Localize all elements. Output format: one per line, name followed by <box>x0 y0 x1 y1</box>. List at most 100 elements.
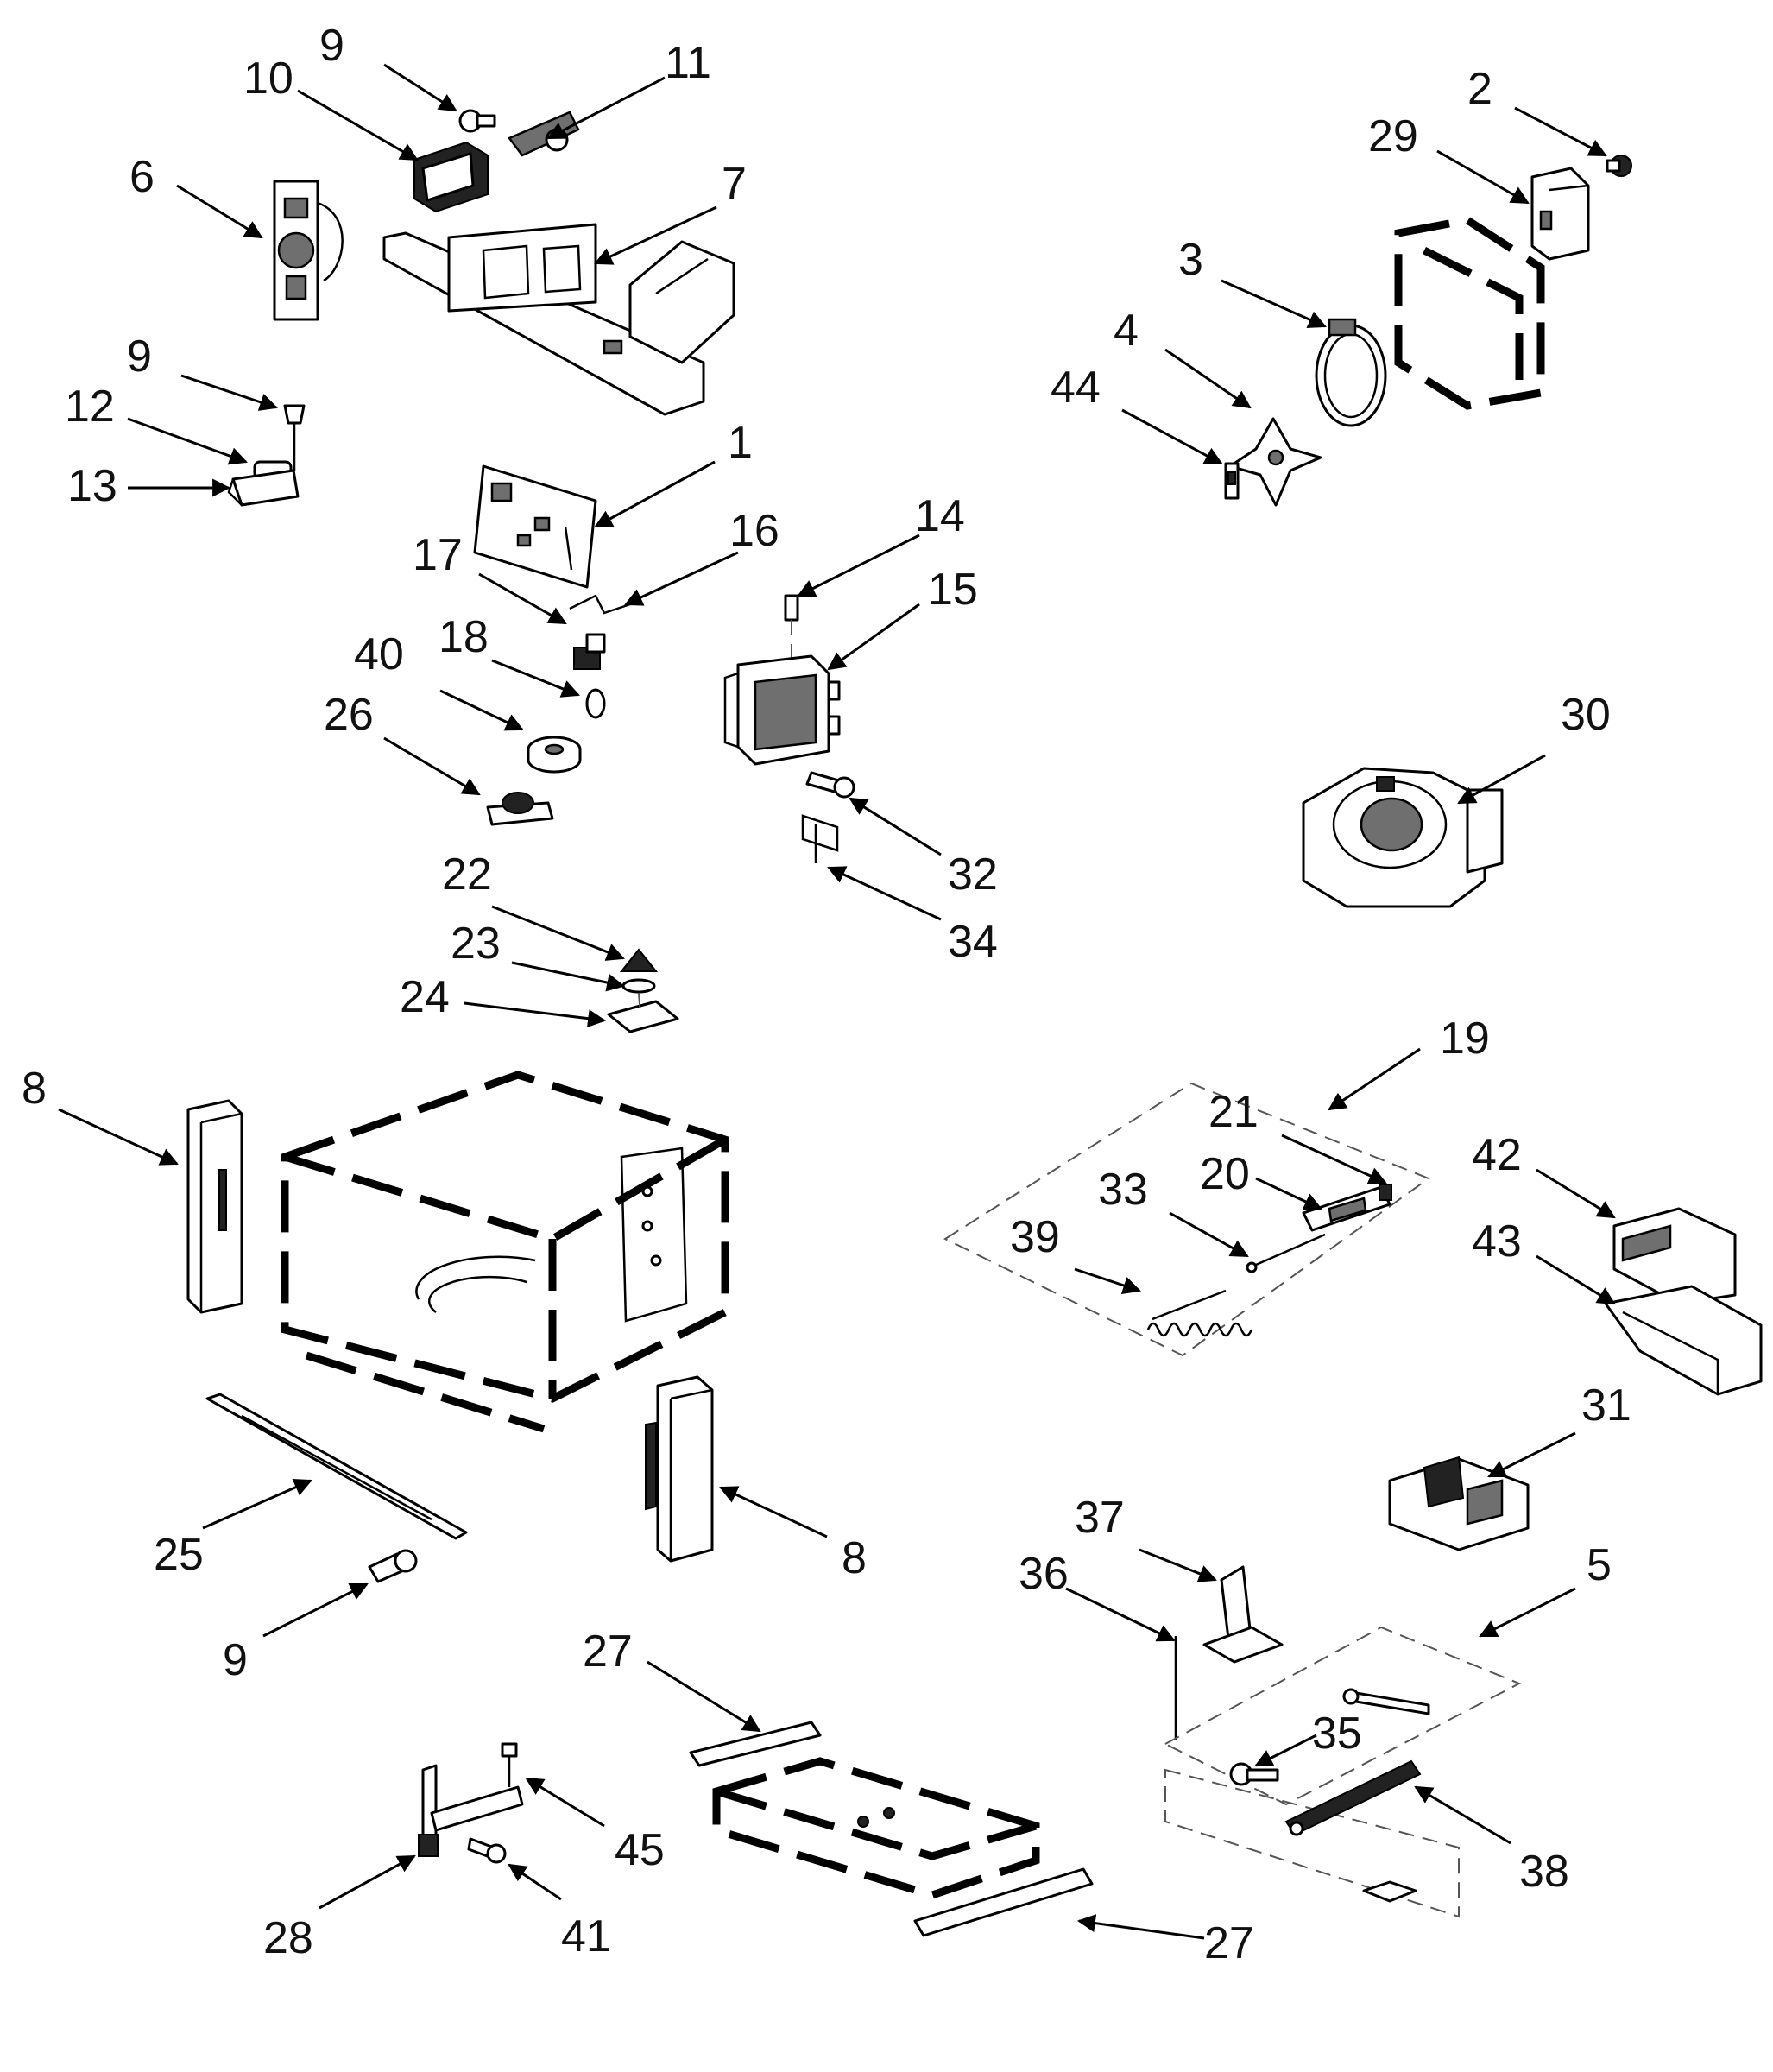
callout-32: 32 <box>948 850 998 900</box>
part-21-igniter-tip <box>1379 1184 1392 1201</box>
leader-31 <box>1487 1431 1576 1478</box>
leader-24 <box>464 1001 607 1028</box>
callout-33: 33 <box>1098 1165 1148 1215</box>
callout-20: 20 <box>1200 1149 1250 1199</box>
part-8-side-panel-right <box>645 1375 714 1563</box>
part-41-screw <box>467 1837 507 1864</box>
leader-38 <box>1414 1785 1511 1845</box>
callout-9-left: 9 <box>127 332 152 382</box>
part-35-bolt <box>1229 1762 1279 1786</box>
leader-12 <box>127 417 248 465</box>
part-16-wire <box>569 594 631 615</box>
callout-1: 1 <box>728 418 753 468</box>
leader-10 <box>297 89 419 161</box>
callout-43: 43 <box>1472 1216 1522 1267</box>
callout-26: 26 <box>324 690 374 740</box>
part-11-latch-lever <box>508 111 580 157</box>
leader-20 <box>1255 1177 1322 1210</box>
leader-34 <box>827 866 942 921</box>
part-drawings <box>186 109 1763 1937</box>
callout-16: 16 <box>729 506 779 556</box>
leader-44 <box>1121 408 1223 465</box>
leader-14 <box>797 534 920 597</box>
leader-5 <box>1479 1587 1576 1638</box>
callout-11: 11 <box>665 38 711 88</box>
callout-28: 28 <box>263 1913 313 1963</box>
leader-36 <box>1065 1587 1176 1642</box>
leader-7 <box>594 205 717 265</box>
part-2-screw <box>1606 155 1632 177</box>
callout-6: 6 <box>129 152 155 202</box>
part-44-clip <box>1224 462 1240 500</box>
callout-34: 34 <box>948 917 998 967</box>
part-cavity-frame <box>281 1071 729 1433</box>
leader-2 <box>1514 106 1607 157</box>
part-19-igniter-group <box>943 1082 1431 1357</box>
leader-25 <box>202 1479 312 1530</box>
callout-8-right: 8 <box>842 1533 867 1583</box>
part-24-mount <box>607 992 679 1033</box>
leader-22 <box>491 905 625 961</box>
leader-27-bottom <box>1076 1914 1205 1940</box>
part-10-switch <box>413 141 489 213</box>
part-fan-shroud <box>1394 216 1545 410</box>
part-39-spring <box>1146 1289 1253 1337</box>
part-29-switch <box>1530 167 1590 261</box>
callout-22: 22 <box>442 850 492 900</box>
part-9-screw-top <box>458 109 496 133</box>
leader-21 <box>1281 1134 1387 1184</box>
callout-44: 44 <box>1051 363 1101 413</box>
callout-45: 45 <box>615 1825 665 1875</box>
leader-lines <box>58 63 1616 1940</box>
part-27-rail-top <box>689 1721 822 1767</box>
callout-4: 4 <box>1114 306 1139 356</box>
part-42-duct-top <box>1612 1207 1737 1305</box>
callout-labels: 9 10 11 6 7 2 29 3 4 44 9 12 13 1 16 17 … <box>22 21 1631 1968</box>
part-9-screw-left <box>283 404 306 471</box>
callout-40: 40 <box>354 629 404 679</box>
leader-11 <box>546 76 666 140</box>
part-28-hinge <box>418 1764 524 1857</box>
callout-12: 12 <box>65 382 115 432</box>
leader-32 <box>849 797 942 856</box>
leader-16 <box>624 551 739 606</box>
leader-15 <box>827 603 920 671</box>
leader-1 <box>594 460 716 528</box>
leader-9-top <box>383 63 457 112</box>
callout-23: 23 <box>451 919 501 969</box>
part-13-fuse-holder <box>227 469 300 507</box>
leader-42 <box>1536 1168 1616 1219</box>
part-3-fan-ring <box>1315 318 1387 427</box>
callout-18: 18 <box>439 612 489 662</box>
part-34-bracket <box>801 814 839 863</box>
callout-27-bottom: 27 <box>1204 1918 1254 1968</box>
callout-31: 31 <box>1581 1380 1631 1431</box>
callout-37: 37 <box>1075 1493 1125 1543</box>
part-15-magnetron <box>723 654 841 766</box>
callout-39: 39 <box>1010 1212 1060 1262</box>
part-26-thermostat <box>486 792 554 826</box>
leader-8-right <box>719 1486 828 1538</box>
callout-9-bottom: 9 <box>223 1635 248 1685</box>
leader-9-left <box>180 374 278 411</box>
part-4-fan-blade <box>1228 417 1322 507</box>
callout-25: 25 <box>154 1530 204 1580</box>
part-22-foot <box>619 948 659 972</box>
leader-19 <box>1328 1047 1421 1111</box>
part-33-rod <box>1246 1233 1326 1273</box>
part-37-bracket <box>1202 1565 1284 1664</box>
part-27-rail-bottom <box>913 1867 1094 1937</box>
callout-29: 29 <box>1368 111 1418 161</box>
leader-9-bottom <box>262 1582 369 1638</box>
leader-18 <box>491 659 580 698</box>
leader-23 <box>511 961 626 992</box>
callout-30: 30 <box>1561 690 1611 740</box>
callout-7: 7 <box>722 159 747 209</box>
leader-26 <box>383 736 481 796</box>
part-40-ring <box>527 736 582 774</box>
part-31-transformer <box>1388 1456 1530 1551</box>
part-6-relay-board <box>273 180 344 321</box>
callout-19: 19 <box>1440 1014 1490 1064</box>
part-23-washer <box>621 978 656 994</box>
callout-5: 5 <box>1587 1540 1612 1590</box>
